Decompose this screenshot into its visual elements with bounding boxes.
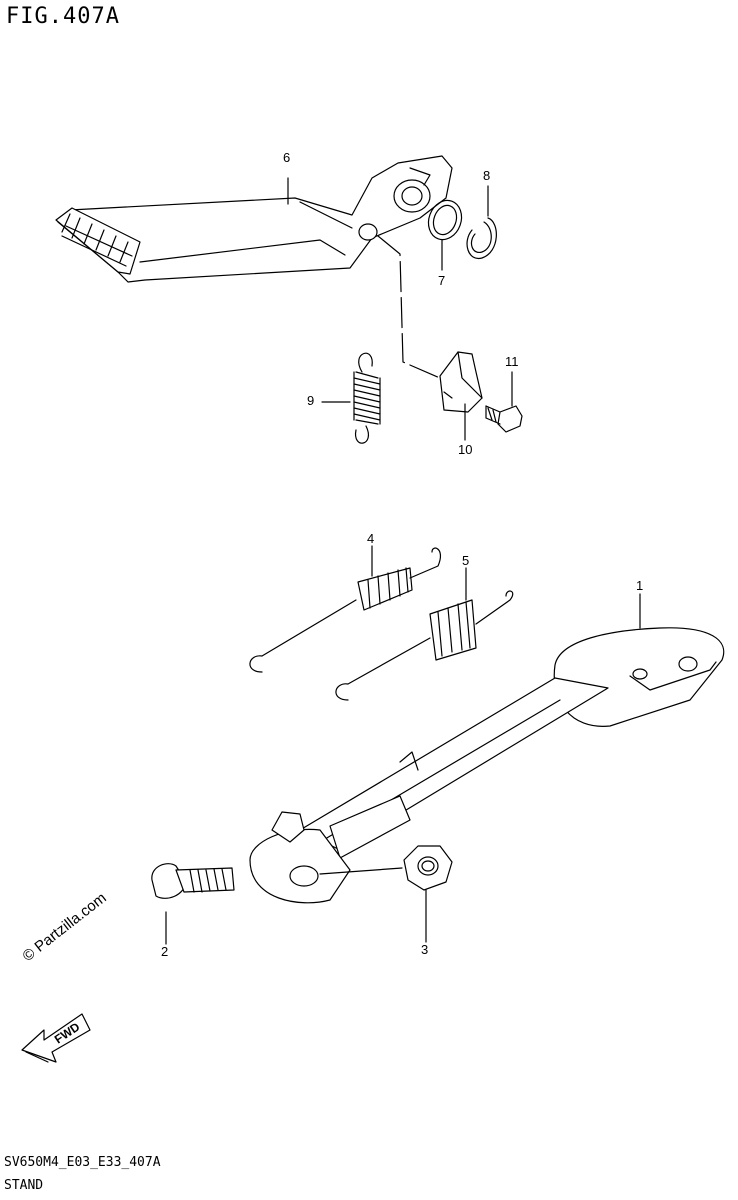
spring-5 — [335, 567, 514, 701]
circlip — [466, 185, 497, 260]
stand-bolt — [151, 863, 235, 945]
callout-9: 9 — [307, 393, 315, 408]
callout-8: 8 — [483, 168, 491, 183]
figure-title: FIG.407A — [6, 4, 120, 29]
fwd-arrow-icon — [21, 1013, 91, 1063]
callout-6: 6 — [283, 150, 291, 165]
callout-7: 7 — [438, 273, 446, 288]
footer-name: STAND — [4, 1178, 44, 1193]
stand-nut — [403, 845, 453, 943]
callout-4: 4 — [367, 531, 375, 546]
callout-5: 5 — [462, 553, 470, 568]
gear-shift-lever — [55, 155, 453, 283]
spring-4 — [249, 545, 442, 673]
footer-code: SV650M4_E03_E33_407A — [4, 1155, 161, 1170]
spring-9 — [321, 352, 381, 444]
callout-11: 11 — [505, 354, 519, 369]
callout-2: 2 — [161, 944, 169, 959]
callout-1: 1 — [636, 578, 644, 593]
screw — [485, 371, 523, 433]
callout-10: 10 — [458, 442, 473, 457]
side-stand — [249, 593, 725, 904]
link-line — [377, 235, 441, 379]
bracket — [439, 351, 483, 441]
washer — [427, 199, 463, 271]
callout-3: 3 — [421, 942, 429, 957]
